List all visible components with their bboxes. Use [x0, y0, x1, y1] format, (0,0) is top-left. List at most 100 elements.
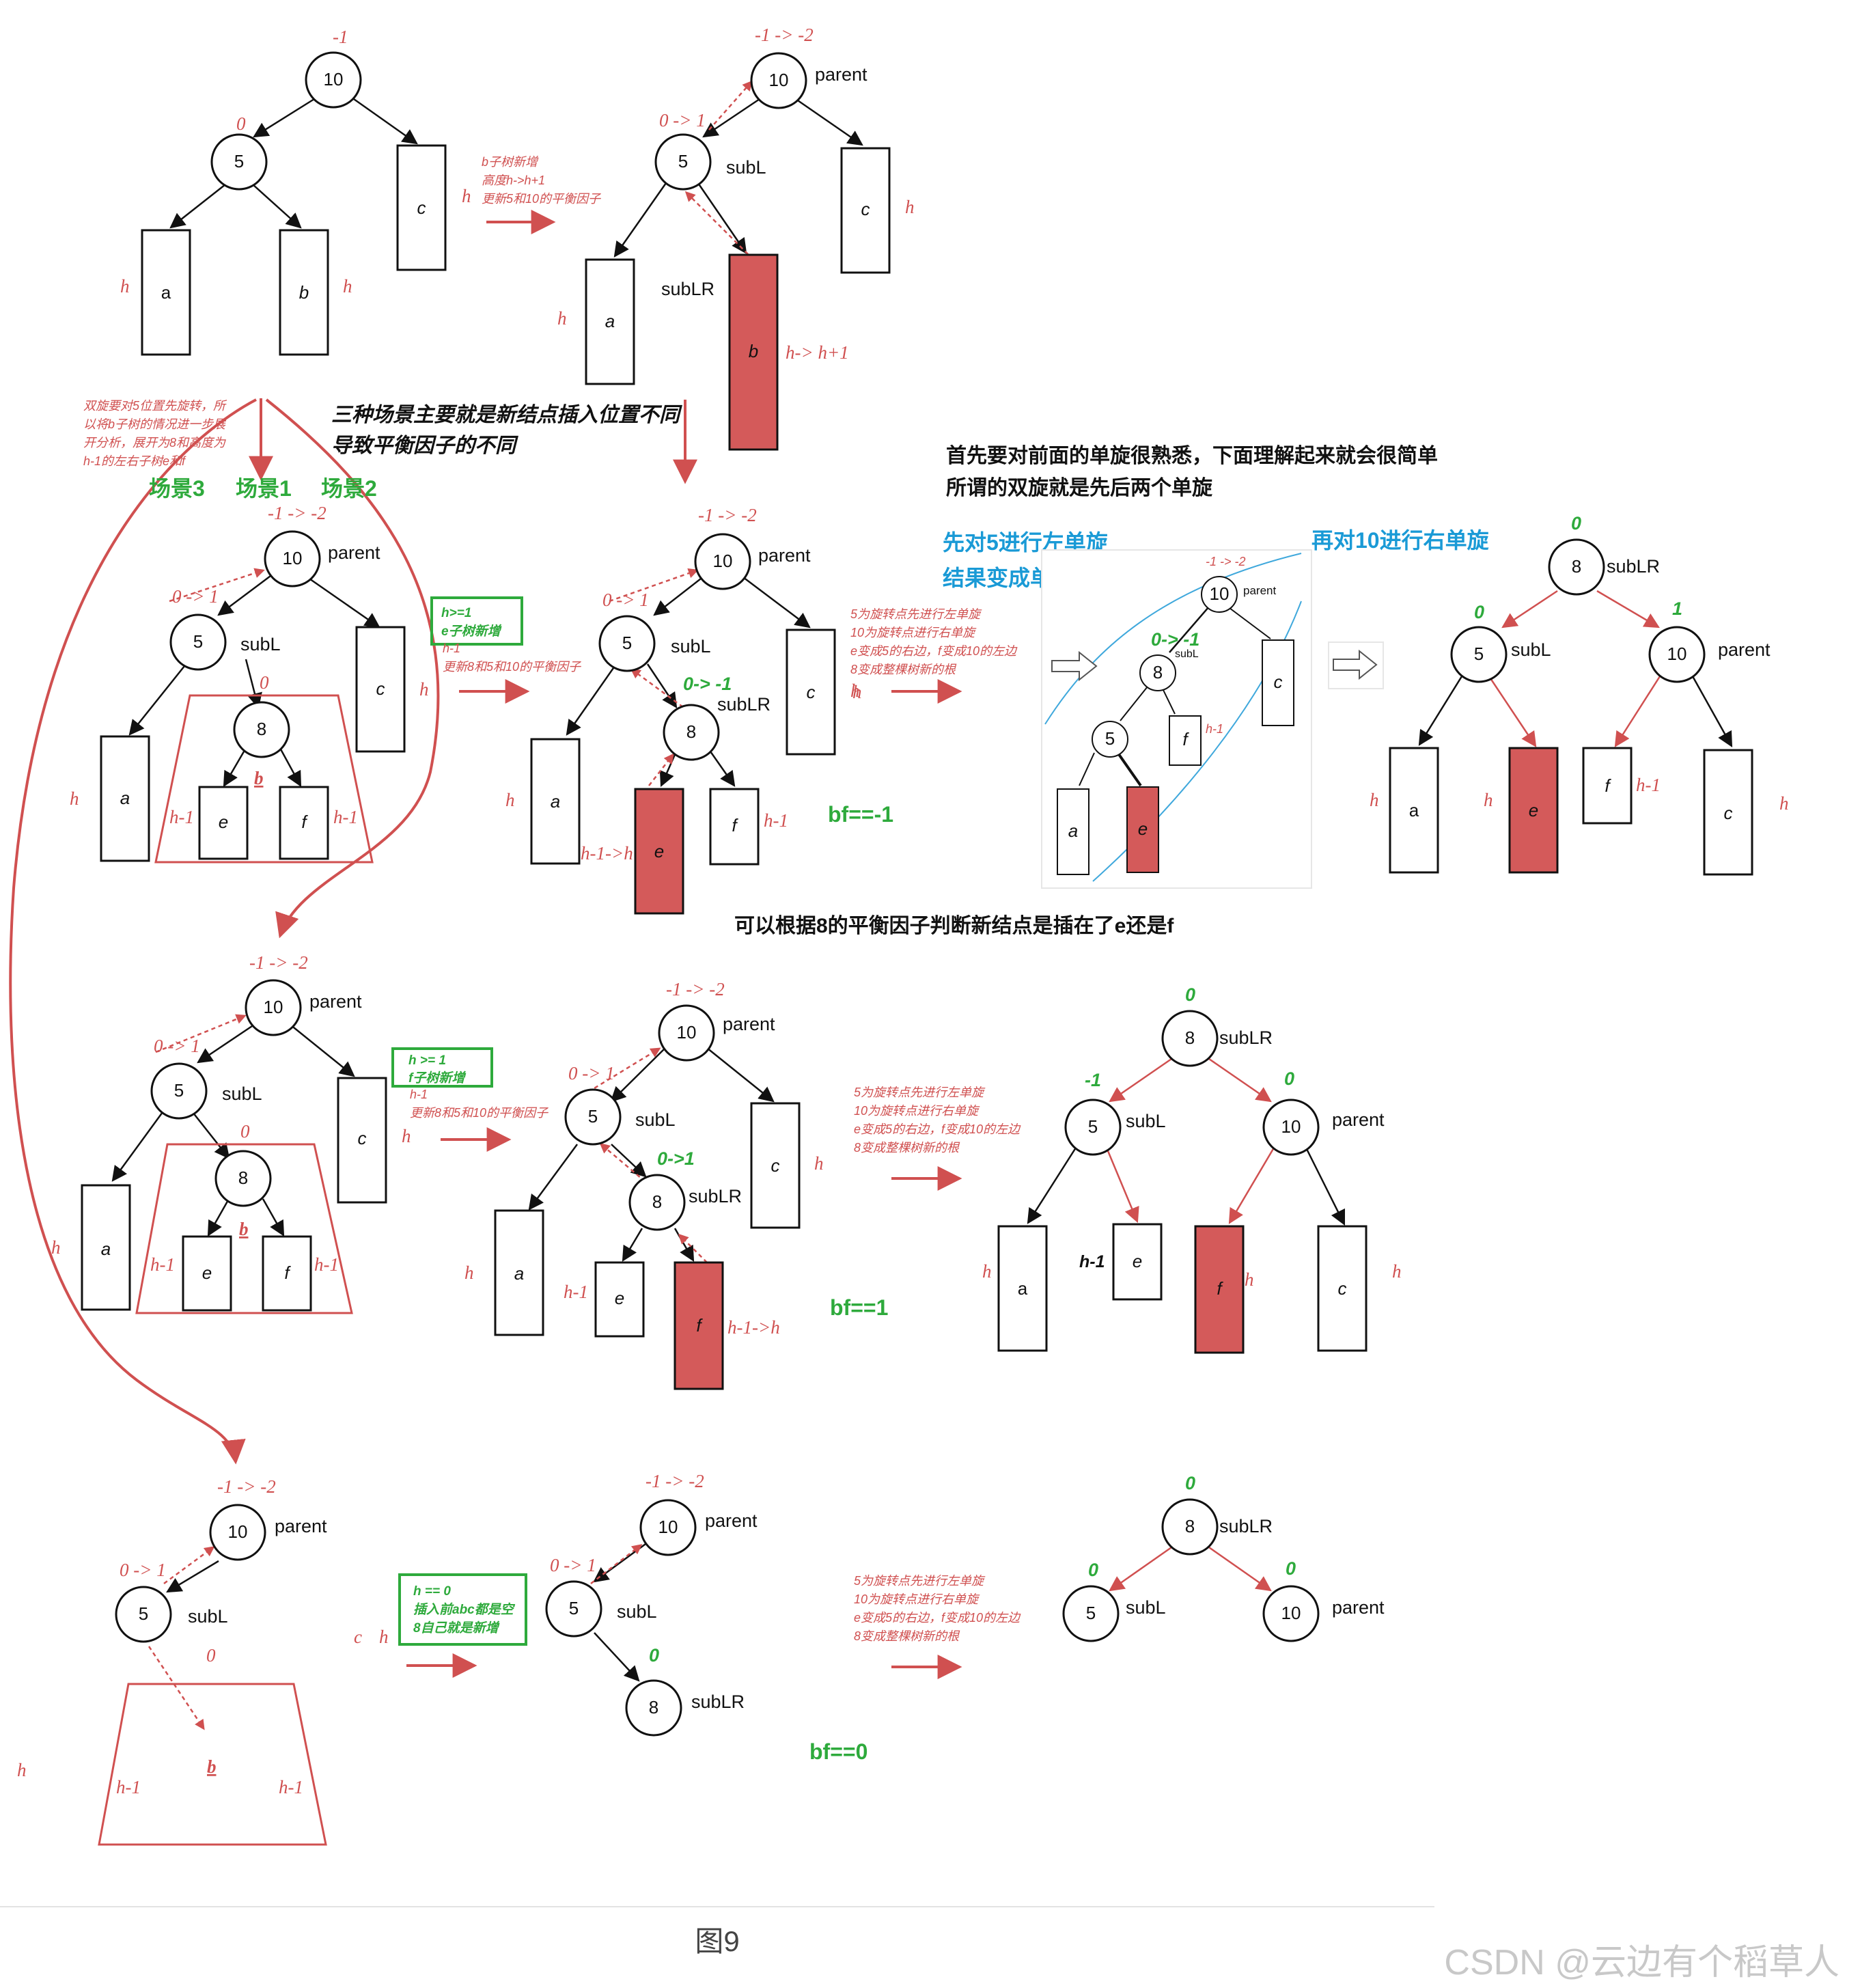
subtree-c-label: c: [807, 682, 816, 702]
subL-label: subL: [617, 1601, 657, 1622]
bf-five-change: 0 -> 1: [602, 590, 649, 610]
subtree-a: [141, 229, 191, 356]
scene2-expanded-tree: 10 5 8 parent subL a e f c -1 -> -2 0 ->…: [51, 952, 411, 1314]
b-label: b: [254, 768, 264, 788]
h-a: h: [505, 790, 515, 810]
subtree-a: [585, 258, 635, 385]
note-rot-4: 8变成整棵树新的根: [854, 1141, 960, 1155]
h-a: h: [51, 1237, 61, 1258]
h1-e: h-1: [564, 1282, 588, 1302]
bf-root-change: -1 -> -2: [268, 503, 327, 523]
bf-root-change: -1 -> -2: [646, 1471, 704, 1491]
inset-f: f: [1182, 729, 1189, 749]
node-5: [169, 613, 227, 671]
parent-label: parent: [309, 991, 362, 1012]
h-a: h: [557, 308, 567, 329]
note-left-2: 以将b子树的情况进一步展: [83, 417, 227, 431]
node-10-label: 10: [1667, 644, 1687, 664]
subtree-a-label: a: [161, 282, 171, 303]
bf-eight: 0: [649, 1645, 659, 1666]
note-top-3: 更新5和10的平衡因子: [482, 192, 602, 206]
inset-a: a: [1068, 820, 1078, 841]
subLR-label: subLR: [661, 279, 714, 299]
bf-ten: 0: [1286, 1558, 1296, 1579]
subtree-e-label: e: [1529, 800, 1538, 820]
subLR-label: subLR: [717, 694, 771, 715]
h-c: h: [1392, 1261, 1402, 1282]
node-10: [694, 533, 751, 590]
scene-2-label: 场景2: [321, 476, 377, 501]
node-8-label: 8: [686, 721, 696, 742]
bf-equals-zero: bf==0: [809, 1739, 867, 1764]
scene-1-label: 场景1: [236, 476, 292, 501]
heading-right-rotation: 再对10进行右单旋: [1311, 528, 1489, 553]
bf-eight: 0: [1571, 513, 1581, 534]
node-10: [264, 530, 321, 588]
subtree-f: [262, 1235, 312, 1312]
bf-eight-change: 0->1: [657, 1148, 695, 1169]
green-box-1b: e子树新增: [441, 624, 502, 639]
h-c-note: h: [852, 682, 862, 702]
node-5: [210, 133, 268, 191]
heading-three-scenes-1: 三种场景主要就是新结点插入位置不同: [331, 403, 682, 426]
hollow-arrow-icon: [1328, 641, 1384, 689]
inset-e: e: [1138, 818, 1148, 839]
subL-label: subL: [1126, 1597, 1166, 1618]
green-box-scene1: [430, 596, 523, 646]
bf-equals-pos1: bf==1: [830, 1295, 888, 1320]
node-10-label: 10: [713, 551, 733, 571]
h1-e-grow: h-1->h: [581, 843, 633, 864]
subtree-b-label: b: [749, 341, 758, 361]
note-scene1-1: h-1: [443, 641, 460, 655]
bf-root-change: -1 -> -2: [698, 505, 757, 525]
h1-f: h-1: [333, 807, 358, 827]
bf-eight: 0: [206, 1645, 216, 1666]
parent-label: parent: [275, 1516, 327, 1536]
figure-caption: 图9: [695, 1925, 740, 1957]
subtree-a: [494, 1209, 544, 1336]
subtree-a-label: a: [101, 1239, 111, 1259]
subL-label: subL: [726, 157, 766, 178]
note-rot-3: e变成5的右边，f变成10的左边: [854, 1611, 1021, 1625]
note-rot-4: 8变成整棵树新的根: [854, 1629, 960, 1643]
subtree-b: [279, 229, 329, 356]
note-rot-2: 10为旋转点进行右单旋: [854, 1104, 980, 1118]
h-c: h: [1779, 793, 1789, 814]
subL-label: subL: [635, 1109, 676, 1130]
subL-label: subL: [1511, 639, 1551, 660]
subLR-label: subLR: [1607, 556, 1660, 577]
bf-five-change: 0 -> 1: [154, 1036, 200, 1056]
node-5-label: 5: [569, 1598, 579, 1618]
h-a: h: [120, 276, 130, 296]
h-c: h: [419, 679, 429, 700]
node-10-label: 10: [283, 548, 303, 568]
subtree-c: [1317, 1225, 1368, 1352]
scene1-expanded-tree: 10 5 8 parent subL a e f c -1 -> -2 0 ->…: [70, 503, 429, 864]
green-box-1a: h>=1: [441, 606, 471, 620]
bf-ten: 1: [1672, 598, 1682, 619]
node-8: [625, 1679, 682, 1737]
note-top-1: b子树新增: [482, 155, 539, 169]
parent-label: parent: [705, 1510, 758, 1531]
bf-five-change: 0 -> 1: [120, 1560, 166, 1580]
inset-subL: subL: [1175, 648, 1199, 660]
bf-eight: 0: [1185, 984, 1195, 1005]
node-10-label: 10: [228, 1521, 248, 1542]
subtree-a-label: a: [1409, 800, 1419, 820]
node-10-label: 10: [769, 70, 789, 90]
heading-three-scenes-2: 导致平衡因子的不同: [331, 434, 518, 457]
green-box-3a: h == 0: [413, 1584, 451, 1599]
subtree-e: [1112, 1223, 1163, 1301]
tree-initial: 10 5 a b c -1 0 h h h: [120, 27, 471, 356]
subtree-c: [840, 147, 891, 274]
inset-bf-eight: 0-> -1: [1151, 629, 1199, 650]
bf-root-change: -1 -> -2: [666, 979, 725, 999]
inset-parent: parent: [1243, 584, 1276, 597]
node-10: [1262, 1585, 1320, 1642]
node-5-label: 5: [174, 1080, 184, 1101]
node-5-label: 5: [193, 631, 203, 652]
node-8: [628, 1174, 686, 1231]
node-10: [658, 1004, 715, 1062]
subtree-a-label: a: [514, 1263, 524, 1284]
node-10: [245, 979, 302, 1036]
